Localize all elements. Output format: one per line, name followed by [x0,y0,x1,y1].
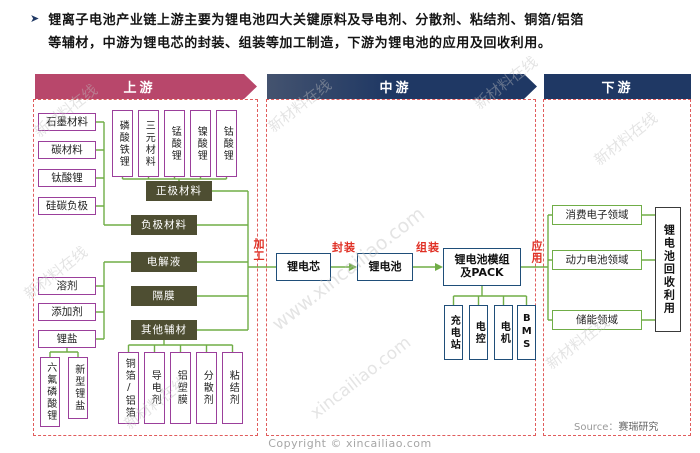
label-processing: 加工 [252,238,265,262]
midstream-header-arrow: 中游 [267,74,537,99]
category-anode-material: 负极材料 [131,215,197,235]
aux-conductive-agent: 导电剂 [144,352,165,424]
anode-input-connectors [96,121,131,226]
salt-lipf6: 六氟磷酸锂 [40,357,60,427]
lithium-salt-connectors [49,348,79,357]
other-material-connectors [127,340,234,352]
pack-children-connectors [452,286,528,305]
pack-child-bms: BMS [517,305,536,360]
category-separator: 隔膜 [131,286,197,306]
midstream-pack-box: 锂电池模组 及PACK [443,248,521,286]
arrowhead-assembly [435,263,443,271]
electrolyte-input-solvent: 溶剂 [38,277,96,295]
downstream-header-label: 下游 [601,81,634,96]
midstream-to-downstream-bus [521,214,552,321]
intro-text: 锂离子电池产业链上游主要为锂电池四大关键原料及导电剂、分散剂、粘结剂、铜箔/铝箔… [48,9,584,56]
upstream-header-arrow: 上游 [35,74,257,99]
intro-line-2: 等辅材，中游为锂电芯的封装、组装等加工制造，下游为锂电池的应用及回收利用。 [48,36,552,52]
label-packaging: 封装 [332,241,356,254]
category-electrolyte: 电解液 [131,252,197,272]
source-note: Source：赛瑞研究 [574,418,658,433]
downstream-header-bar: 下游 [544,74,691,99]
label-application: 应用 [530,240,543,264]
intro-paragraph: ➤ 锂离子电池产业链上游主要为锂电池四大关键原料及导电剂、分散剂、粘结剂、铜箔/… [30,9,692,56]
electrolyte-input-connectors [96,261,131,340]
midstream-cell-box: 锂电芯 [276,253,331,281]
cathode-input-lfp: 磷酸铁锂 [112,110,133,177]
upstream-to-midstream-bus [197,190,276,331]
anode-input-graphite: 石墨材料 [38,113,96,131]
recycling-box: 锂电池回收利用 [655,207,681,332]
source-label: Source： [574,422,619,433]
salt-new-type: 新型锂盐 [68,357,88,419]
midstream-battery-box: 锂电池 [357,253,413,281]
cathode-input-ternary: 三元材料 [138,110,159,177]
recycle-connectors [642,214,655,321]
category-other-aux: 其他辅材 [131,320,197,340]
application-power-battery: 动力电池领域 [552,250,642,270]
pack-label-line2: 及PACK [460,266,504,279]
midstream-header-label: 中游 [379,81,412,96]
label-assembly: 组装 [416,241,440,254]
application-energy-storage: 储能领域 [552,310,642,330]
pack-child-motor-control: 电控 [469,305,488,360]
arrowhead-packaging [349,263,357,271]
cathode-input-lno: 镍酸锂 [190,110,211,177]
cathode-input-connectors [121,177,228,181]
aux-binder: 粘结剂 [222,352,243,424]
application-consumer-electronics: 消费电子领域 [552,205,642,225]
anode-input-silicon: 硅碳负极 [38,197,96,215]
anode-input-lto: 钛酸锂 [38,169,96,187]
anode-input-carbon: 碳材料 [38,141,96,159]
copyright-note: Copyright © xincailiao.com [268,437,432,450]
aux-aluminum-plastic-film: 铝塑膜 [170,352,191,424]
upstream-header-label: 上游 [123,81,156,96]
bullet-icon: ➤ [30,12,40,25]
pack-label-line1: 锂电池模组 [454,253,510,267]
cathode-input-lco: 钴酸锂 [216,110,237,177]
electrolyte-input-lithium-salt: 锂盐 [38,330,96,348]
source-value: 赛瑞研究 [618,422,659,433]
cathode-input-lmo: 锰酸锂 [164,110,185,177]
category-cathode-material: 正极材料 [146,181,212,201]
pack-child-motor: 电机 [494,305,513,360]
aux-copper-aluminum-foil: 铜箔/铝箔 [118,352,139,424]
intro-line-1: 锂离子电池产业链上游主要为锂电池四大关键原料及导电剂、分散剂、粘结剂、铜箔/铝箔 [48,13,584,28]
electrolyte-input-additive: 添加剂 [38,303,96,321]
pack-child-charging-station: 充电站 [444,305,463,360]
aux-dispersant: 分散剂 [196,352,217,424]
